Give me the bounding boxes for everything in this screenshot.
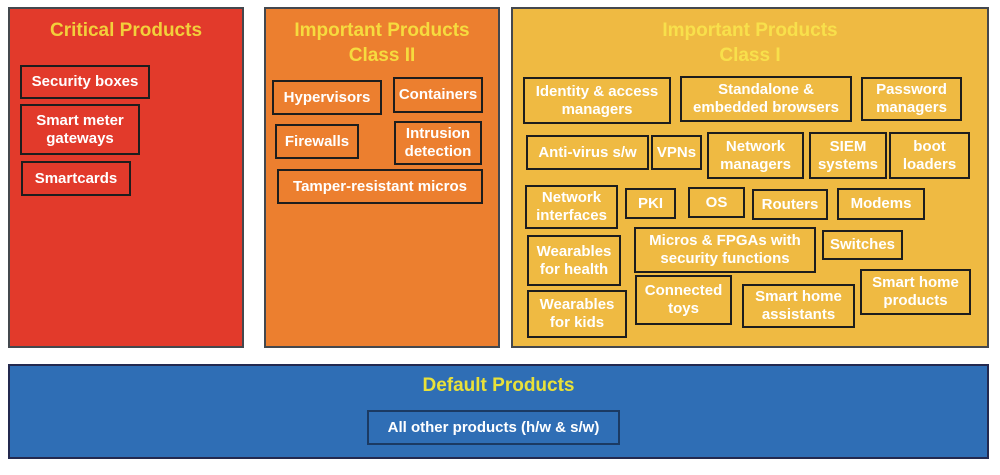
panel-critical-products: Critical Products Security boxes Smart m… <box>8 7 244 348</box>
panel-important-products-class-1: Important Products Class I Identity & ac… <box>511 7 989 348</box>
item-anti-virus: Anti-virus s/w <box>526 135 649 170</box>
item-intrusion-detection: Intrusion detection <box>394 121 482 165</box>
panel-class2-title-line2: Class II <box>348 45 416 66</box>
item-hypervisors: Hypervisors <box>272 80 382 115</box>
panel-default-title: Default Products <box>422 375 575 396</box>
item-os: OS <box>688 187 745 218</box>
item-switches: Switches <box>822 230 903 260</box>
item-wearables-for-kids: Wearables for kids <box>527 290 627 338</box>
item-smartcards: Smartcards <box>21 161 131 196</box>
panel-class1-title-line2: Class I <box>719 45 781 66</box>
item-standalone-embedded-browsers: Standalone & embedded browsers <box>680 76 852 122</box>
item-connected-toys: Connected toys <box>635 275 732 325</box>
panel-class1-title: Important Products Class I <box>513 9 987 68</box>
item-micros-fpgas-security: Micros & FPGAs with security functions <box>634 227 816 273</box>
item-wearables-for-health: Wearables for health <box>527 235 621 286</box>
item-smart-home-assistants: Smart home assistants <box>742 284 855 328</box>
item-all-other-products: All other products (h/w & s/w) <box>367 410 620 445</box>
panel-class1-title-line1: Important Products <box>662 20 838 41</box>
item-containers: Containers <box>393 77 483 113</box>
panel-important-products-class-2: Important Products Class II Hypervisors … <box>264 7 500 348</box>
panel-critical-title: Critical Products <box>49 20 203 41</box>
item-pki: PKI <box>625 188 676 219</box>
item-network-managers: Network managers <box>707 132 804 179</box>
item-password-managers: Password managers <box>861 77 962 121</box>
item-firewalls: Firewalls <box>275 124 359 159</box>
item-security-boxes: Security boxes <box>20 65 150 99</box>
item-smart-home-products: Smart home products <box>860 269 971 315</box>
item-network-interfaces: Network interfaces <box>525 185 618 229</box>
item-tamper-resistant-micros: Tamper-resistant micros <box>277 169 483 204</box>
item-modems: Modems <box>837 188 925 220</box>
item-siem-systems: SIEM systems <box>809 132 887 179</box>
item-smart-meter-gateways: Smart meter gateways <box>20 104 140 155</box>
item-routers: Routers <box>752 189 828 220</box>
panel-class2-title-line1: Important Products <box>294 20 470 41</box>
panel-class2-title: Important Products Class II <box>266 9 498 68</box>
item-vpns: VPNs <box>651 135 702 170</box>
item-identity-access-managers: Identity & access managers <box>523 77 671 124</box>
panel-default-products: Default Products All other products (h/w… <box>8 364 989 459</box>
item-boot-loaders: boot loaders <box>889 132 970 179</box>
